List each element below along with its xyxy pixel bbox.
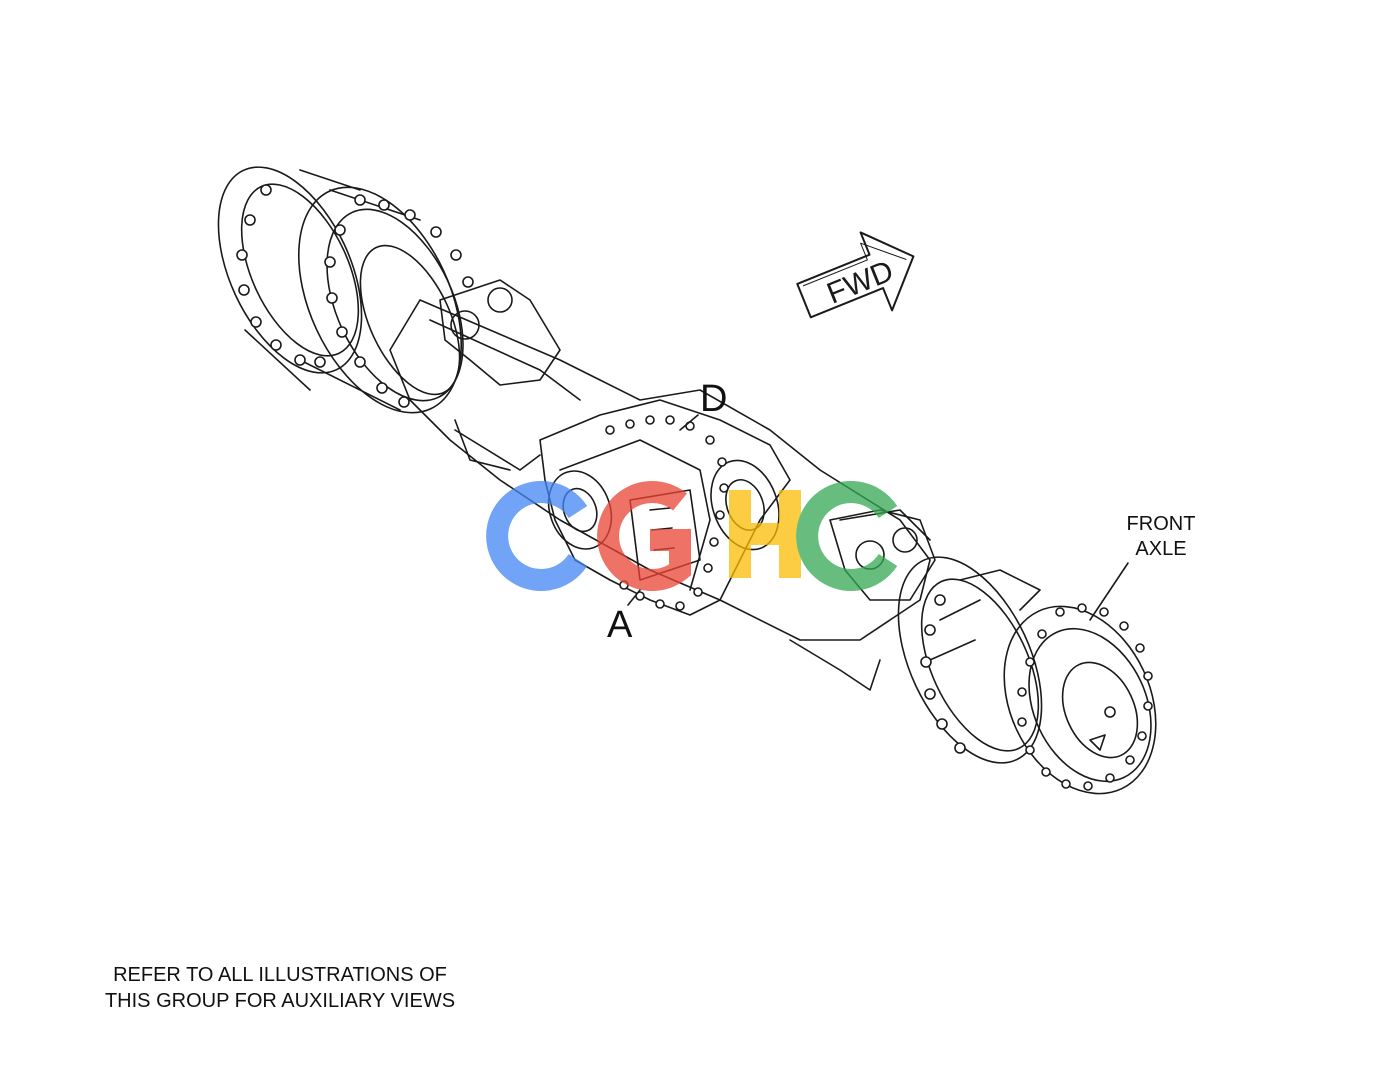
axle-housing [389,299,931,691]
leader-line-d [679,414,699,431]
left-hub-bolts [236,184,474,408]
front-axle-label: FRONT AXLE [1112,512,1210,562]
watermark-letter-yellow [729,490,801,578]
right-hub-bolts [920,594,1153,791]
left-mount-bracket [439,279,561,386]
front-axle-line1: FRONT [1126,513,1196,535]
watermark-letter-green [796,481,898,591]
refer-note: REFER TO ALL ILLUSTRATIONS OF THIS GROUP… [70,962,490,1014]
fwd-arrow [796,231,915,319]
watermark-letter-blue [486,481,588,591]
watermark-logo [486,481,898,591]
front-axle-line2: AXLE [1135,538,1187,560]
watermark-letter-red [597,481,691,591]
leader-line-a [627,589,641,606]
refer-note-line2: THIS GROUP FOR AUXILIARY VIEWS [104,990,456,1012]
right-wheel-hub [897,556,1157,795]
leader-line-front-axle [1089,562,1129,621]
refer-note-line1: REFER TO ALL ILLUSTRATIONS OF [113,964,447,986]
callout-d: D [700,378,728,420]
left-wheel-hub [217,166,464,414]
callout-a: A [607,604,633,646]
